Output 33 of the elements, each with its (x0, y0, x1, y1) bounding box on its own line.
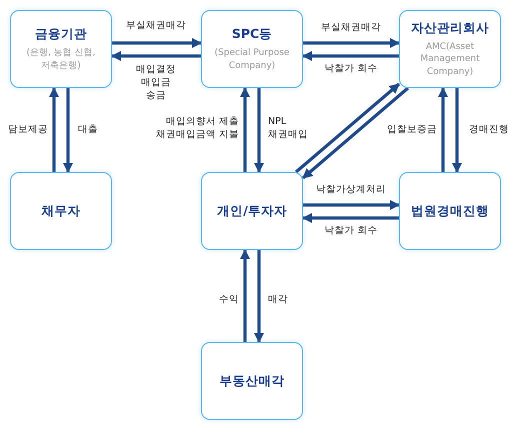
entity-box (10, 172, 112, 250)
entity-box (201, 342, 303, 420)
arrow (302, 86, 410, 180)
arrow (452, 88, 462, 174)
entity-box (201, 10, 303, 88)
arrow (112, 38, 202, 48)
arrow (303, 38, 400, 48)
node-title: 개인/투자자 (217, 202, 287, 220)
node-subtitle: AMC(Asset Management Company) (419, 41, 481, 78)
node-title: 자산관리회사 (411, 20, 489, 38)
entity-box (399, 10, 501, 88)
arrow (62, 88, 74, 174)
node-title: 금융기관 (35, 26, 87, 44)
arrow (302, 50, 399, 62)
entity-box (399, 172, 501, 250)
arrow (110, 50, 201, 62)
node-title: 채무자 (42, 202, 80, 220)
node-subtitle: (은행, 농협 신협,저축은행) (26, 47, 96, 72)
entity-box (10, 10, 112, 88)
arrow (240, 86, 250, 172)
arrow (303, 200, 400, 210)
arrow (294, 82, 400, 174)
arrow (254, 88, 264, 174)
arrow (438, 86, 448, 172)
arrow (48, 86, 60, 172)
node-subtitle: (Special Purpose Company) (214, 47, 290, 72)
entity-box (201, 172, 303, 250)
node-title: SPC등 (232, 26, 272, 44)
arrow (302, 212, 399, 224)
node-title: 법원경매진행 (411, 202, 489, 220)
arrow (240, 248, 250, 342)
arrow (254, 250, 264, 344)
node-title: 부동산매각 (220, 372, 284, 390)
